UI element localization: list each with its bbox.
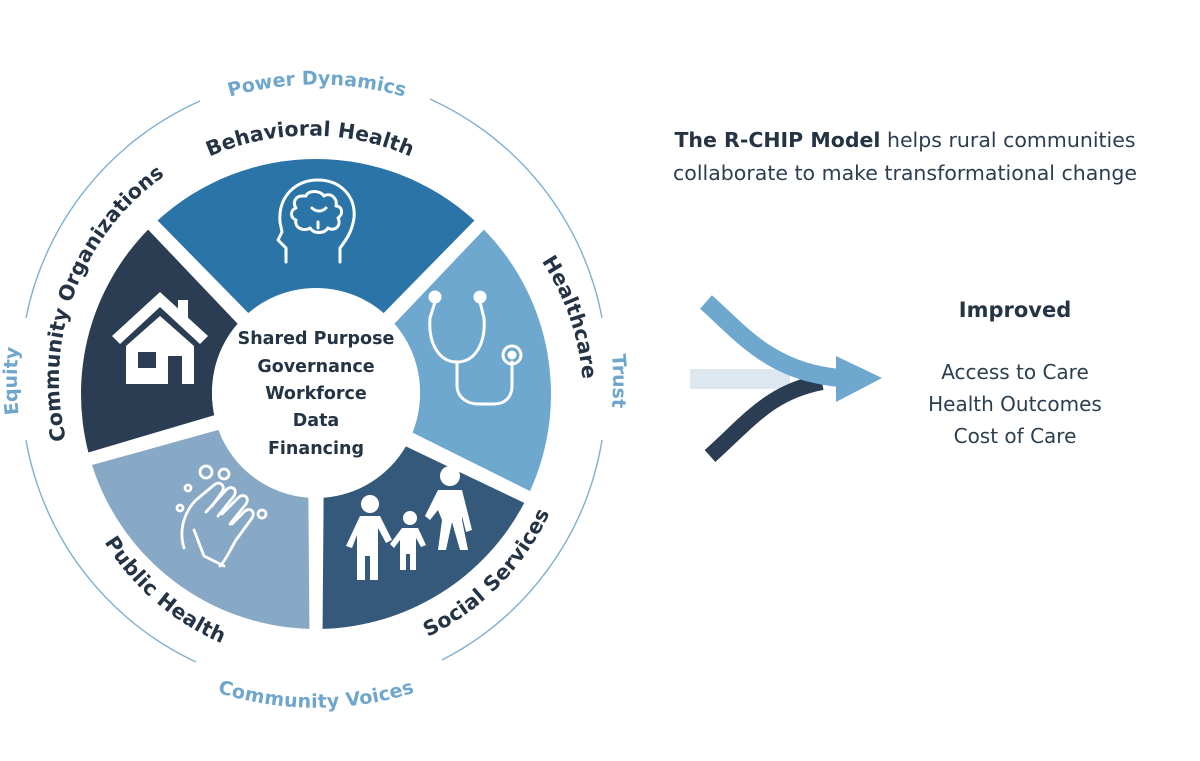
outcome-health-outcomes: Health Outcomes: [928, 392, 1102, 416]
hub-item-5: Financing: [268, 439, 364, 459]
outcomes-title: Improved: [958, 298, 1072, 322]
headline-line2: collaborate to make transformational cha…: [673, 161, 1137, 185]
hub-item-3: Workforce: [265, 384, 367, 404]
segment-behavioral-health: [157, 159, 475, 315]
hub-item-2: Governance: [257, 357, 374, 377]
flow-arrows: [690, 295, 882, 462]
brain-head-icon: [276, 178, 356, 264]
arrow-head: [836, 356, 882, 402]
hub-labels: Shared Purpose Governance Workforce Data…: [238, 329, 395, 459]
handwashing-icon: [175, 464, 268, 568]
segment-public-health: [92, 429, 310, 629]
segment-social-services: [322, 446, 525, 629]
arrow-bottom-stream: [704, 374, 824, 462]
outcome-access-to-care: Access to Care: [941, 360, 1089, 384]
stethoscope-icon: [428, 290, 523, 406]
outcome-cost-of-care: Cost of Care: [953, 424, 1077, 448]
ring-label-left: Equity: [0, 345, 24, 416]
hub-circle: [212, 288, 420, 496]
headline-rest: helps rural communities: [880, 128, 1136, 152]
headline-bold: The R-CHIP Model: [674, 128, 881, 152]
headline: The R-CHIP Model helps rural communities…: [640, 124, 1170, 190]
house-icon: [112, 292, 208, 384]
hub-item-4: Data: [293, 411, 340, 431]
segment-label-behavioral-health: Behavioral Health: [202, 116, 418, 161]
ring-label-right: Trust: [607, 353, 630, 409]
ring-label-top: Power Dynamics: [225, 67, 408, 101]
outcomes-panel: Improved Access to Care Health Outcomes …: [880, 298, 1150, 452]
outer-ring: [25, 98, 603, 663]
arrow-top-stream: [700, 295, 841, 387]
family-icon: [346, 466, 472, 580]
hub-item-1: Shared Purpose: [238, 329, 395, 349]
ring-label-bottom: Community Voices: [216, 676, 416, 713]
